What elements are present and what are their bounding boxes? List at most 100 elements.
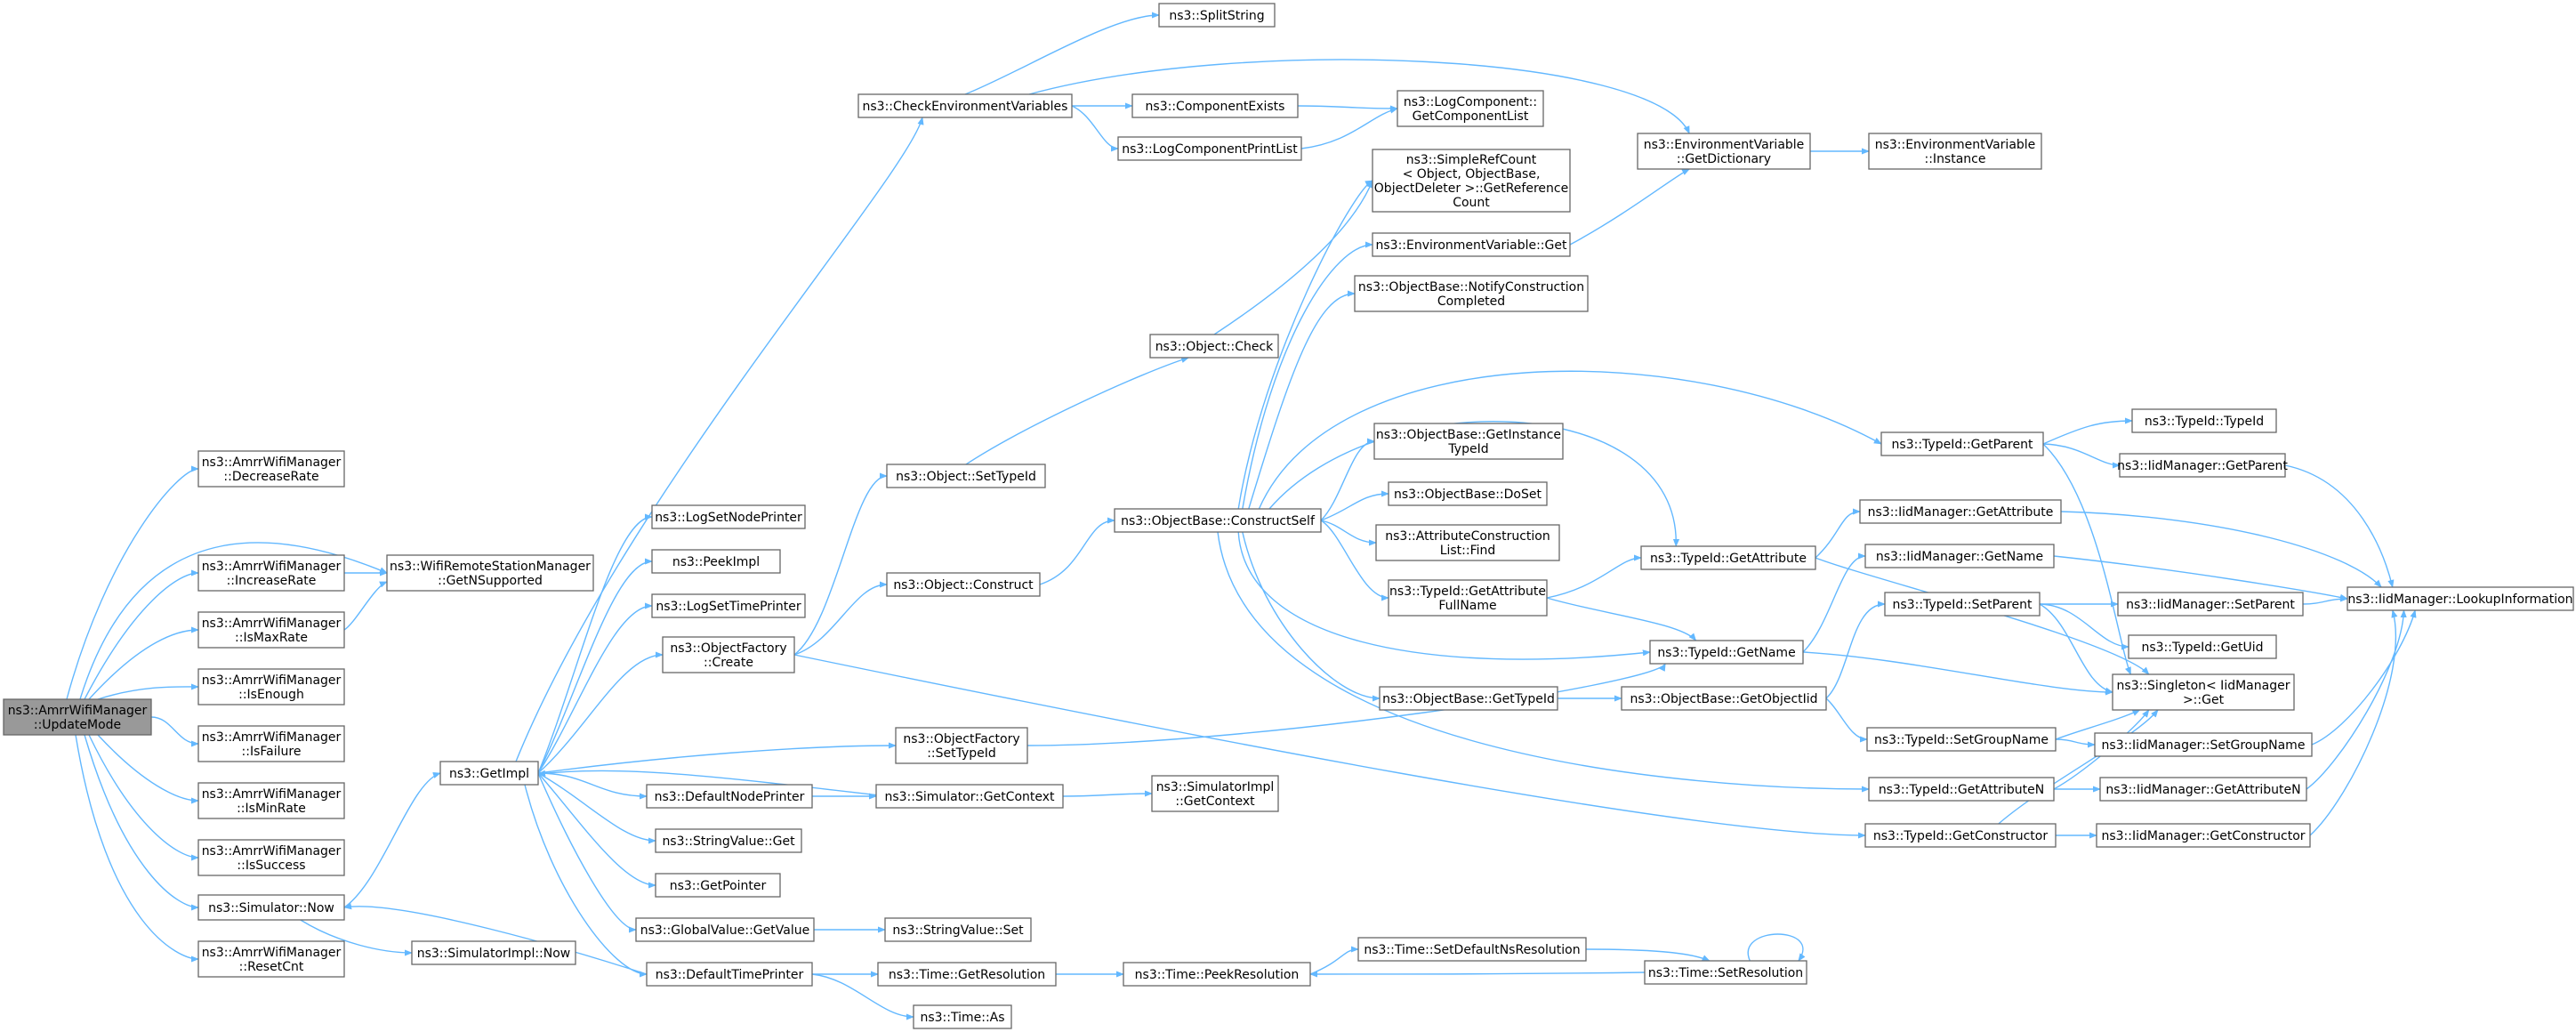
call-edge bbox=[88, 626, 199, 700]
node-iidMgrSetGroupName[interactable]: ns3::IidManager::SetGroupName bbox=[2094, 732, 2313, 757]
node-stringValueGet[interactable]: ns3::StringValue::Get bbox=[655, 828, 802, 853]
node-peekImpl[interactable]: ns3::PeekImpl bbox=[651, 549, 781, 574]
node-envVarGetDict[interactable]: ns3::EnvironmentVariable::GetDictionary bbox=[1637, 133, 1811, 170]
node-typeIdSetGroupName[interactable]: ns3::TypeId::SetGroupName bbox=[1866, 727, 2057, 752]
node-typeIdSetParent[interactable]: ns3::TypeId::SetParent bbox=[1884, 592, 2041, 617]
call-edge bbox=[84, 734, 199, 911]
call-edge bbox=[537, 772, 656, 844]
node-objFactoryCreate[interactable]: ns3::ObjectFactory::Create bbox=[662, 636, 795, 673]
node-logComponentGetList[interactable]: ns3::LogComponent::GetComponentList bbox=[1397, 90, 1544, 127]
node-objConstruct[interactable]: ns3::Object::Construct bbox=[886, 572, 1041, 597]
node-isEnough[interactable]: ns3::AmrrWifiManager::IsEnough bbox=[197, 668, 345, 705]
node-typeIdGetAttributeN[interactable]: ns3::TypeId::GetAttributeN bbox=[1868, 777, 2055, 802]
node-box bbox=[886, 572, 1041, 597]
node-globalValueGetValue[interactable]: ns3::GlobalValue::GetValue bbox=[635, 917, 815, 942]
node-box bbox=[1864, 823, 2057, 848]
node-timePeekResolution[interactable]: ns3::Time::PeekResolution bbox=[1123, 962, 1311, 987]
node-decreaseRate[interactable]: ns3::AmrrWifiManager::DecreaseRate bbox=[197, 450, 345, 488]
node-typeIdGetName[interactable]: ns3::TypeId::GetName bbox=[1649, 640, 1804, 665]
node-increaseRate[interactable]: ns3::AmrrWifiManager::IncreaseRate bbox=[197, 554, 345, 592]
node-splitString[interactable]: ns3::SplitString bbox=[1158, 3, 1276, 28]
node-box bbox=[1880, 431, 2044, 456]
node-isMaxRate[interactable]: ns3::AmrrWifiManager::IsMaxRate bbox=[197, 611, 345, 649]
node-box bbox=[197, 725, 345, 762]
node-timeSetDefaultNsRes[interactable]: ns3::Time::SetDefaultNsResolution bbox=[1357, 937, 1587, 962]
node-isMinRate[interactable]: ns3::AmrrWifiManager::IsMinRate bbox=[197, 782, 345, 819]
node-typeIdGetConstructor[interactable]: ns3::TypeId::GetConstructor bbox=[1864, 823, 2057, 848]
node-iidMgrSetParent[interactable]: ns3::IidManager::SetParent bbox=[2117, 592, 2304, 617]
node-checkEnvVars[interactable]: ns3::CheckEnvironmentVariables bbox=[857, 93, 1073, 118]
node-defaultTimePrinter[interactable]: ns3::DefaultTimePrinter bbox=[646, 962, 813, 987]
call-edge bbox=[2042, 443, 2132, 675]
node-label: ObjectDeleter >::GetReference bbox=[1374, 181, 1568, 196]
node-box bbox=[197, 554, 345, 592]
node-label: ns3::IidManager::GetAttribute bbox=[1868, 505, 2054, 520]
node-logComponentPrintList[interactable]: ns3::LogComponentPrintList bbox=[1117, 136, 1302, 161]
node-label: ns3::WifiRemoteStationManager bbox=[390, 560, 591, 574]
node-label: ::GetDictionary bbox=[1677, 152, 1771, 166]
node-envVarGet[interactable]: ns3::EnvironmentVariable::Get bbox=[1372, 232, 1571, 257]
call-edge bbox=[2060, 511, 2382, 588]
node-label: ns3::ObjectFactory bbox=[670, 641, 786, 656]
node-box bbox=[386, 554, 594, 592]
node-objBaseConstructSelf[interactable]: ns3::ObjectBase::ConstructSelf bbox=[1114, 508, 1322, 533]
node-objFactorySetTypeId[interactable]: ns3::ObjectFactory::SetTypeId bbox=[895, 727, 1028, 764]
node-objBaseGetObjectIid[interactable]: ns3::ObjectBase::GetObjectIid bbox=[1621, 686, 1827, 711]
node-box bbox=[1117, 136, 1302, 161]
node-label: ns3::StringValue::Get bbox=[662, 834, 795, 849]
node-objSetTypeId[interactable]: ns3::Object::SetTypeId bbox=[886, 464, 1046, 488]
node-label: ::Instance bbox=[1925, 152, 1986, 166]
node-timeGetResolution[interactable]: ns3::Time::GetResolution bbox=[877, 962, 1057, 987]
node-iidMgrLookup[interactable]: ns3::IidManager::LookupInformation bbox=[2347, 586, 2574, 611]
node-typeIdGetAttribute[interactable]: ns3::TypeId::GetAttribute bbox=[1640, 545, 1816, 570]
node-logSetTimePrinter[interactable]: ns3::LogSetTimePrinter bbox=[651, 593, 806, 618]
node-objBaseNotify[interactable]: ns3::ObjectBase::NotifyConstructionCompl… bbox=[1354, 275, 1589, 312]
node-simpleRefCount[interactable]: ns3::SimpleRefCount< Object, ObjectBase,… bbox=[1372, 149, 1571, 213]
node-objCheck[interactable]: ns3::Object::Check bbox=[1149, 334, 1279, 359]
node-simImplNow[interactable]: ns3::SimulatorImpl::Now bbox=[411, 940, 576, 965]
node-box bbox=[2094, 732, 2313, 757]
node-timeAs[interactable]: ns3::Time::As bbox=[913, 1004, 1012, 1029]
call-edge bbox=[1825, 697, 1868, 743]
node-getImpl[interactable]: ns3::GetImpl bbox=[439, 761, 539, 786]
node-resetCnt[interactable]: ns3::AmrrWifiManager::ResetCnt bbox=[197, 940, 345, 978]
node-label: ns3::SimpleRefCount bbox=[1406, 153, 1537, 167]
node-label: ns3::SimulatorImpl bbox=[1156, 780, 1275, 794]
node-simGetContext[interactable]: ns3::Simulator::GetContext bbox=[875, 784, 1064, 809]
node-iidMgrGetName[interactable]: ns3::IidManager::GetName bbox=[1864, 544, 2055, 568]
call-edge bbox=[1815, 508, 1861, 559]
node-defaultNodePrinter[interactable]: ns3::DefaultNodePrinter bbox=[646, 784, 813, 809]
node-logSetNodePrinter[interactable]: ns3::LogSetNodePrinter bbox=[651, 504, 806, 529]
call-edge bbox=[1309, 971, 1646, 978]
node-envVarInstance[interactable]: ns3::EnvironmentVariable::Instance bbox=[1868, 133, 2042, 170]
node-typeIdGetUid[interactable]: ns3::TypeId::GetUid bbox=[2128, 634, 2277, 659]
call-edge bbox=[343, 903, 648, 975]
node-simImplGetContext[interactable]: ns3::SimulatorImpl::GetContext bbox=[1151, 775, 1279, 812]
node-box bbox=[1884, 592, 2041, 617]
node-isFailure[interactable]: ns3::AmrrWifiManager::IsFailure bbox=[197, 725, 345, 762]
node-objBaseGetTypeId[interactable]: ns3::ObjectBase::GetTypeId bbox=[1379, 686, 1558, 711]
node-iidMgrGetParent[interactable]: ns3::IidManager::GetParent bbox=[2117, 453, 2288, 478]
node-componentExists[interactable]: ns3::ComponentExists bbox=[1131, 93, 1299, 118]
node-iidMgrGetConstructor[interactable]: ns3::IidManager::GetConstructor bbox=[2096, 823, 2311, 848]
node-typeIdGetParent[interactable]: ns3::TypeId::GetParent bbox=[1880, 431, 2044, 456]
node-iidMgrGetAttribute[interactable]: ns3::IidManager::GetAttribute bbox=[1859, 499, 2062, 524]
node-stringValueSet[interactable]: ns3::StringValue::Set bbox=[884, 917, 1032, 942]
node-getPointer[interactable]: ns3::GetPointer bbox=[655, 873, 781, 898]
node-timeSetResolution[interactable]: ns3::Time::SetResolution bbox=[1644, 960, 1807, 985]
node-updateMode[interactable]: ns3::AmrrWifiManager::UpdateMode bbox=[3, 698, 152, 736]
call-edge bbox=[811, 973, 914, 1020]
node-getNSupported[interactable]: ns3::WifiRemoteStationManager::GetNSuppo… bbox=[386, 554, 594, 592]
call-edge bbox=[1039, 517, 1115, 585]
node-label: ns3::AttributeConstruction bbox=[1385, 529, 1550, 544]
node-typeIdTypeId[interactable]: ns3::TypeId::TypeId bbox=[2131, 408, 2277, 433]
node-box bbox=[895, 727, 1028, 764]
node-simNow[interactable]: ns3::Simulator::Now bbox=[197, 894, 345, 921]
node-objBaseDoSet[interactable]: ns3::ObjectBase::DoSet bbox=[1388, 481, 1548, 506]
node-singletonGet[interactable]: ns3::Singleton< IidManager>::Get bbox=[2112, 673, 2295, 711]
node-isSuccess[interactable]: ns3::AmrrWifiManager::IsSuccess bbox=[197, 839, 345, 876]
node-iidMgrGetAttributeN[interactable]: ns3::IidManager::GetAttributeN bbox=[2099, 777, 2307, 802]
